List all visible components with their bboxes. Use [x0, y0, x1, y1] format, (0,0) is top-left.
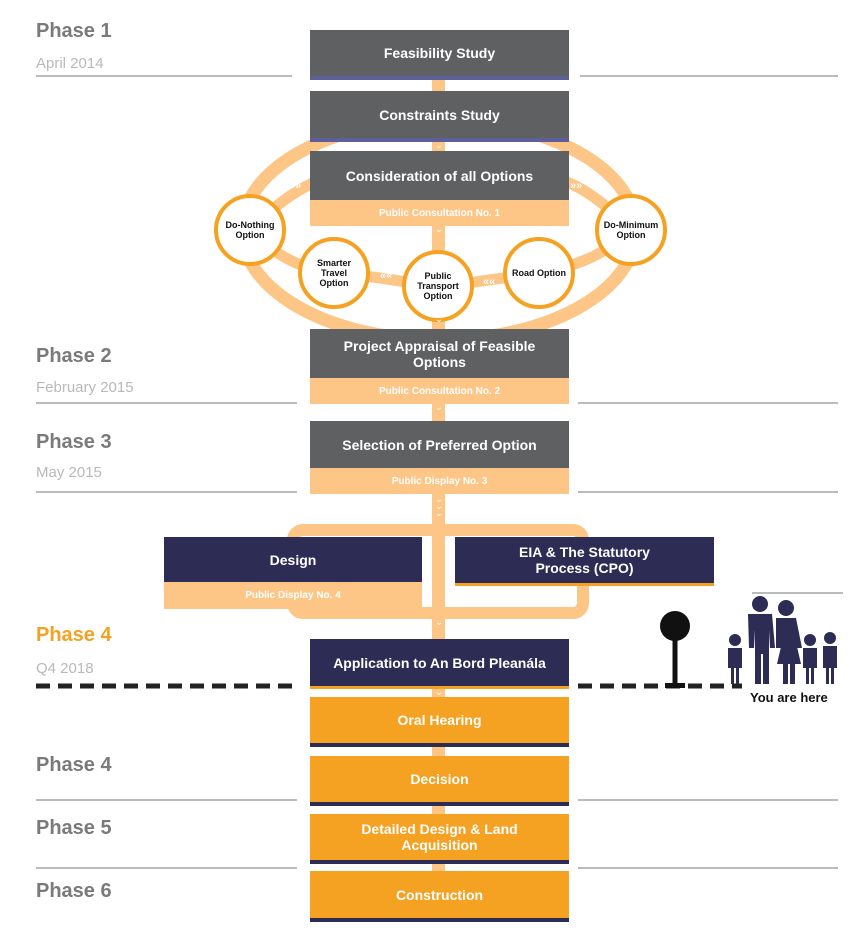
step-eia-statutory-process: EIA & The Statutory Process (CPO) — [455, 537, 714, 586]
step-application-bord-pleanala: Application to An Bord Pleanála — [310, 639, 569, 689]
step-design: Design — [164, 537, 422, 582]
public-display-4: Public Display No. 4 — [164, 582, 422, 609]
you-are-here-label: You are here — [750, 690, 828, 705]
option-public-transport: Public Transport Option — [402, 250, 474, 322]
phase-4-title: Phase 4 — [36, 624, 112, 646]
loop-chevron-icon: «« — [285, 244, 298, 256]
family-icon — [728, 596, 837, 684]
option-road: Road Option — [503, 237, 575, 309]
public-consultation-2: Public Consultation No. 2 — [310, 378, 569, 404]
chevron-down-icon: ⌄ — [435, 617, 443, 627]
chevron-down-icon: ⌄ — [435, 224, 443, 234]
loop-chevron-icon: «« — [600, 303, 613, 315]
loop-chevron-icon: »» — [590, 136, 603, 148]
step-construction: Construction — [310, 871, 569, 922]
step-feasibility-study: Feasibility Study — [310, 30, 569, 80]
phase-2-title: Phase 2 — [36, 345, 112, 367]
loop-chevron-icon: »» — [289, 180, 302, 192]
loop-chevron-icon: «« — [580, 244, 593, 256]
phase-1-title: Phase 1 — [36, 20, 112, 42]
signpost-pin-icon — [660, 611, 690, 641]
phase-2-date: February 2015 — [36, 379, 134, 396]
phase-4b-title: Phase 4 — [36, 754, 112, 776]
phase-4-date: Q4 2018 — [36, 660, 94, 677]
loop-chevron-icon: «« — [483, 276, 496, 288]
phase-1-date: April 2014 — [36, 55, 104, 72]
option-do-nothing: Do-Nothing Option — [214, 194, 286, 266]
chevron-down-icon: ⌄ — [435, 687, 443, 697]
phase-6-title: Phase 6 — [36, 880, 112, 902]
chevron-down-icon: ⌄⌄⌄ — [435, 494, 443, 518]
step-constraints-study: Constraints Study — [310, 91, 569, 142]
phase-3-title: Phase 3 — [36, 431, 112, 453]
public-display-3: Public Display No. 3 — [310, 468, 569, 494]
option-do-minimum: Do-Minimum Option — [595, 194, 667, 266]
loop-chevron-icon: «« — [254, 303, 267, 315]
chevron-down-icon: ⌄ — [435, 402, 443, 412]
step-selection-preferred-option: Selection of Preferred Option — [310, 421, 569, 468]
phase-3-date: May 2015 — [36, 464, 102, 481]
chevron-down-icon: ⌄ — [435, 314, 443, 324]
public-consultation-1: Public Consultation No. 1 — [310, 200, 569, 226]
loop-chevron-icon: »» — [570, 180, 583, 192]
loop-chevron-icon: «« — [380, 270, 393, 282]
phase-5-title: Phase 5 — [36, 817, 112, 839]
step-decision: Decision — [310, 756, 569, 806]
option-smarter-travel: Smarter Travel Option — [298, 237, 370, 309]
step-oral-hearing: Oral Hearing — [310, 697, 569, 747]
loop-chevron-icon: »» — [276, 136, 289, 148]
step-consideration-of-options: Consideration of all Options — [310, 151, 569, 200]
step-detailed-design-land: Detailed Design & Land Acquisition — [310, 814, 569, 864]
chevron-down-icon: ⌄ — [435, 140, 443, 150]
step-project-appraisal: Project Appraisal of Feasible Options — [310, 329, 569, 378]
